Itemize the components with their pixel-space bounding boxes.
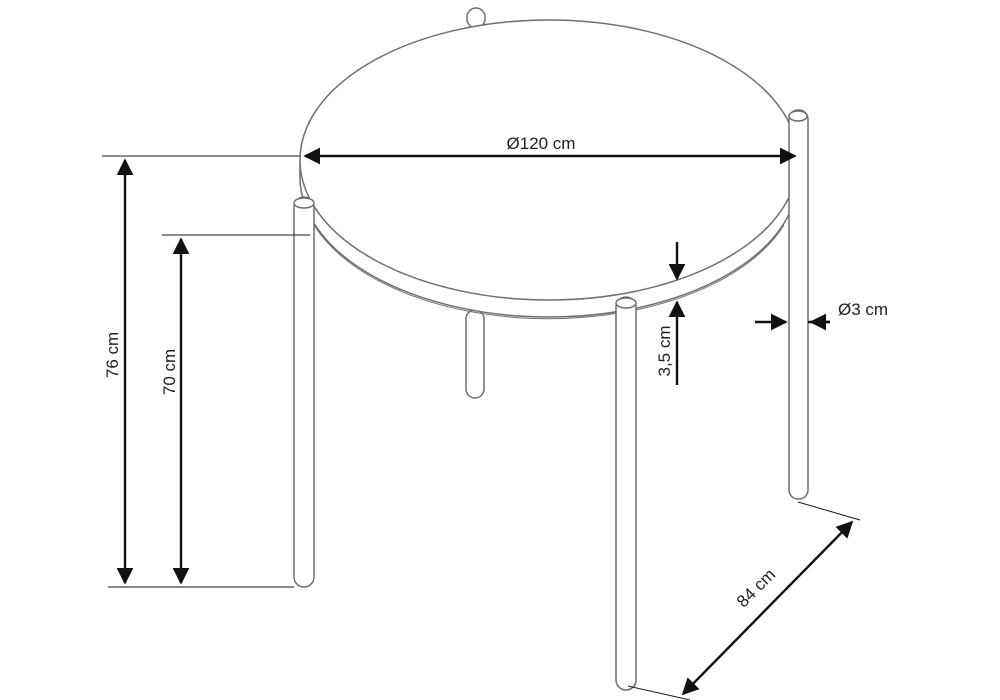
leg-height-label: 70 cm — [160, 349, 179, 395]
total-height-dimension: 76 cm — [102, 155, 300, 588]
total-height-label: 76 cm — [103, 332, 122, 378]
top-thickness-label: 3,5 cm — [655, 325, 674, 376]
diameter-dimension: Ø120 cm — [303, 134, 797, 165]
leg-diameter-dimension: Ø3 cm — [755, 300, 888, 331]
leg-spacing-dimension: 84 cm — [627, 501, 861, 700]
back-left-leg — [465, 309, 485, 399]
leg-height-dimension: 70 cm — [160, 234, 310, 585]
leg-diameter-label: Ø3 cm — [838, 300, 888, 319]
top-thickness-dimension: 3,5 cm — [655, 242, 686, 385]
tabletop — [299, 19, 799, 320]
front-left-leg — [293, 196, 315, 588]
diameter-label: Ø120 cm — [507, 134, 576, 153]
front-center-leg — [615, 296, 637, 691]
front-right-leg — [788, 109, 809, 500]
